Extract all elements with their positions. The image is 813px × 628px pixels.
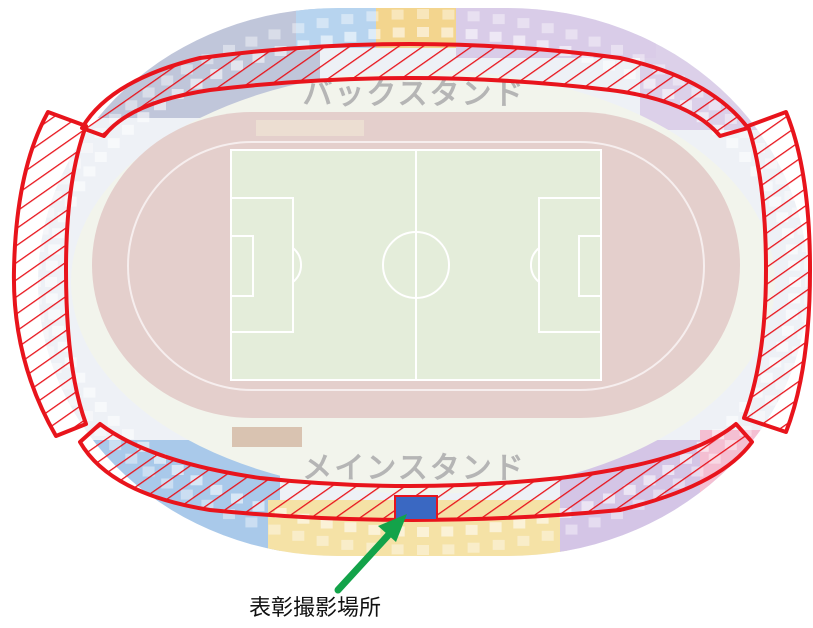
seat-block xyxy=(611,509,623,520)
seat-block xyxy=(320,518,333,529)
seat-block xyxy=(467,11,480,22)
seat-block xyxy=(137,112,150,123)
seat-block xyxy=(726,415,739,426)
seat-block xyxy=(517,18,530,29)
seat-block xyxy=(368,29,381,40)
seat-block xyxy=(341,14,354,25)
seat-block xyxy=(292,530,305,541)
seat-block xyxy=(316,18,329,29)
seat-block xyxy=(442,544,455,555)
seat-block xyxy=(739,402,752,412)
seat-block xyxy=(441,526,454,537)
seat-block xyxy=(417,9,429,19)
seat-block xyxy=(316,535,329,546)
seat-block xyxy=(465,524,478,535)
seat-block xyxy=(467,542,480,553)
seat-block xyxy=(492,539,505,550)
seat-block xyxy=(611,44,623,55)
seat-block xyxy=(541,23,554,34)
right-curve-highlight xyxy=(742,110,812,434)
seat-block xyxy=(513,518,526,529)
seat-block xyxy=(492,14,505,25)
seat-block xyxy=(73,372,86,383)
seat-block xyxy=(565,524,578,535)
seat-block xyxy=(107,415,120,426)
seat-block xyxy=(536,40,549,51)
seat-block xyxy=(81,411,93,421)
seat-block xyxy=(154,100,166,111)
seat-block xyxy=(391,544,404,555)
seat-block xyxy=(344,31,357,42)
seat-block xyxy=(121,429,134,440)
seat-block xyxy=(268,524,281,535)
seat-block xyxy=(417,527,429,537)
seat-block xyxy=(517,535,530,546)
photo-spot-label: 表彰撮影場所 xyxy=(249,596,381,621)
seat-block xyxy=(83,387,96,398)
left-curve-highlight xyxy=(11,110,88,438)
seat-block xyxy=(565,29,578,40)
seat-block xyxy=(417,27,429,37)
seat-block xyxy=(441,27,454,38)
seat-block xyxy=(94,402,107,412)
seat-block xyxy=(513,35,526,46)
track-inner-line xyxy=(127,141,705,391)
seat-block xyxy=(223,509,235,520)
highlighted-stands xyxy=(11,42,812,522)
seat-block xyxy=(94,152,107,162)
seat-block xyxy=(83,166,96,177)
main-stand-highlight xyxy=(78,422,754,522)
seat-block xyxy=(726,138,739,149)
seat-block xyxy=(292,23,305,34)
photo-spot-marker xyxy=(394,495,438,521)
seat-block xyxy=(541,530,554,541)
seat-block xyxy=(107,138,120,149)
seat-block xyxy=(588,517,601,528)
seat-block xyxy=(320,35,333,46)
seat-block xyxy=(739,128,752,139)
back-stand-label: バックスタンド xyxy=(302,77,525,112)
seat-block xyxy=(344,522,357,533)
main-stand-label: メインスタンド xyxy=(302,451,525,486)
seat-block xyxy=(392,27,405,38)
track-marker-top xyxy=(256,120,364,136)
seat-block xyxy=(489,31,502,42)
seat-block xyxy=(465,29,478,40)
seat-block xyxy=(739,425,752,436)
seat-block xyxy=(588,36,601,47)
seat-block xyxy=(297,40,310,51)
seat-block xyxy=(750,166,763,177)
seat-block xyxy=(442,9,455,20)
seat-block xyxy=(417,545,429,555)
seat-block xyxy=(489,522,502,533)
seat-block xyxy=(341,539,354,550)
seat-block xyxy=(268,29,281,40)
seat-block xyxy=(739,152,752,162)
seat-block xyxy=(223,44,235,55)
track-marker-bottom xyxy=(232,427,302,447)
seat-block xyxy=(536,513,549,524)
seat-block xyxy=(366,11,379,22)
seat-block xyxy=(81,143,93,153)
football-pitch xyxy=(230,149,602,381)
seat-block xyxy=(73,181,86,192)
seat-block xyxy=(245,517,258,528)
seat-block xyxy=(368,524,381,535)
seat-block xyxy=(245,36,258,47)
seat-block xyxy=(121,124,134,135)
seat-block xyxy=(391,9,404,20)
arrow-icon xyxy=(334,514,407,594)
seat-block xyxy=(632,54,645,65)
